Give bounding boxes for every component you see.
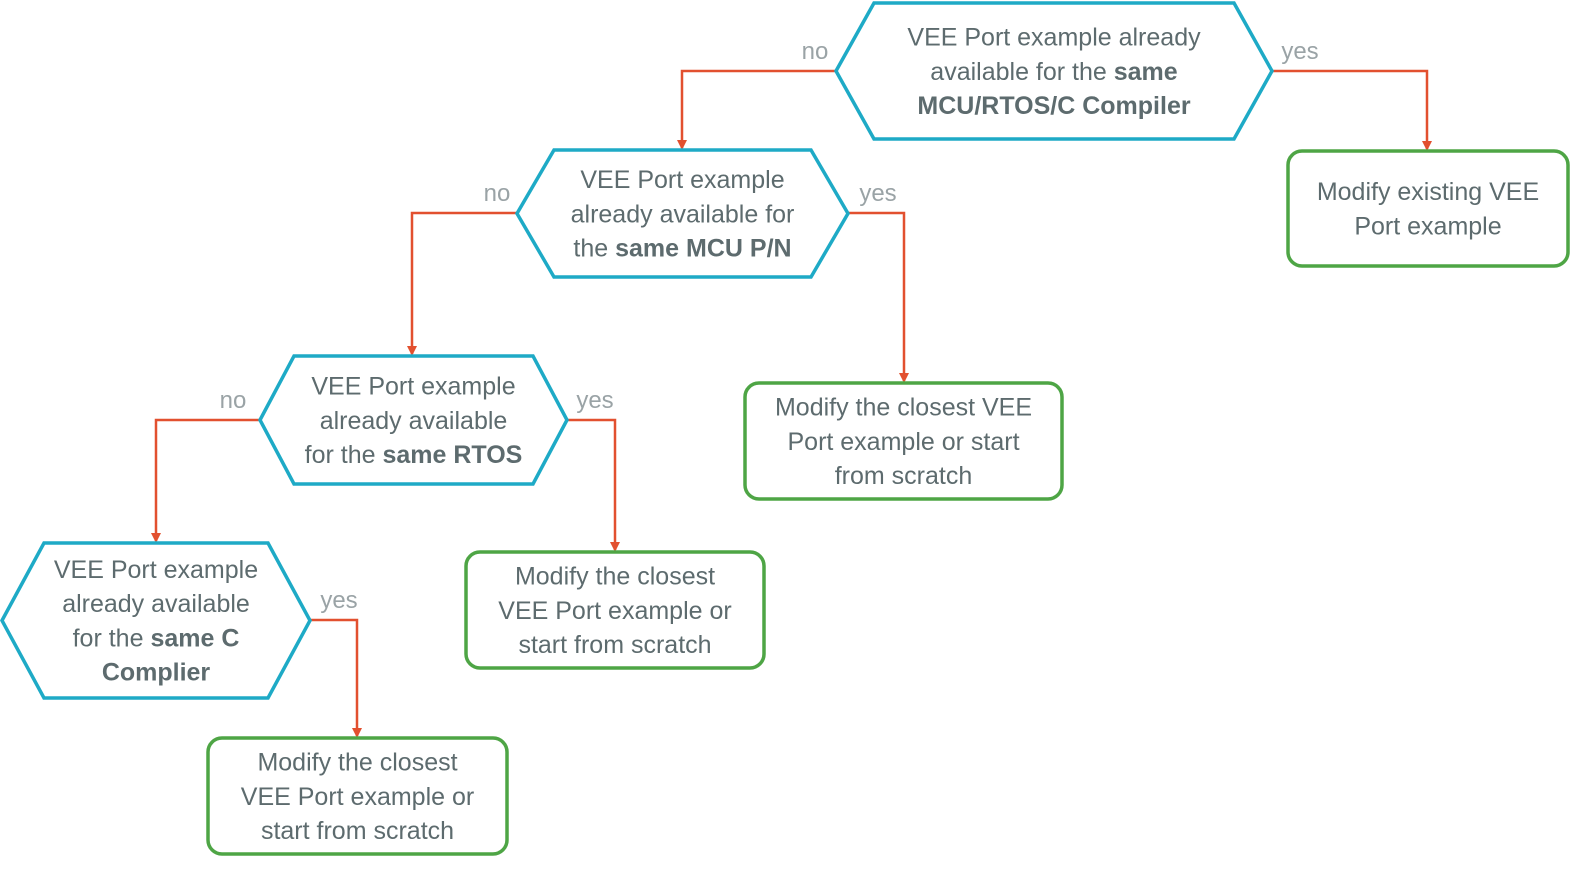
bold-text: same RTOS: [382, 441, 522, 469]
text-run: the: [573, 235, 615, 263]
text-run: VEE Port example: [54, 556, 258, 584]
text-run: start from scratch: [518, 631, 711, 659]
node-text-line: Complier: [102, 659, 211, 687]
edge-label-yes: yes: [576, 387, 613, 414]
node-text-line: Modify the closest: [515, 562, 715, 590]
node-text-line: Modify the closest VEE: [775, 393, 1032, 421]
node-text-line: VEE Port example or: [241, 783, 474, 811]
edge-label-yes: yes: [859, 180, 896, 207]
text-run: from scratch: [835, 462, 973, 490]
node-text-line: VEE Port example already: [907, 23, 1201, 51]
text-run: Modify existing VEE: [1317, 178, 1539, 206]
node-text-line: already available: [62, 590, 250, 618]
edge-labels: no yes no yes no yes yes: [220, 38, 1319, 614]
decision-hexagon: [514, 148, 851, 279]
action-node: Modify the closest VEE Port example or st…: [743, 381, 1064, 501]
text-run: for the: [73, 624, 151, 652]
action-box: [464, 550, 766, 670]
text-run: for the: [305, 441, 383, 469]
connectors: [151, 69, 1432, 738]
node-text-line: Modify existing VEE: [1317, 178, 1539, 206]
node-text-line: already available for: [571, 200, 795, 228]
text-run: VEE Port example: [311, 372, 515, 400]
decision-node: VEE Port example already available for the…: [258, 354, 569, 486]
text-run: already available: [62, 590, 250, 618]
node-text-line: VEE Port example: [580, 166, 784, 194]
connector-d2-to-d3: [407, 211, 517, 356]
text-run: available for the: [930, 58, 1113, 86]
connector-d1-to-d2: [677, 69, 836, 150]
decision-hexagon: [0, 541, 312, 700]
node-text-line: for the same C: [73, 624, 240, 652]
text-run: Modify the closest VEE: [775, 393, 1032, 421]
node-text-line: MCU/RTOS/C Compiler: [917, 92, 1190, 120]
connector-d3-to-d4: [151, 418, 260, 543]
action-box: [1286, 149, 1570, 268]
node-text-line: Port example or start: [787, 428, 1019, 456]
text-run: already available for: [571, 200, 795, 228]
node-text-line: available for the same: [930, 58, 1177, 86]
edge-label-yes: yes: [1281, 38, 1318, 65]
text-run: VEE Port example already: [907, 23, 1201, 51]
action-box: [206, 736, 509, 856]
decision-hexagon: [258, 354, 569, 486]
node-text-line: Port example: [1354, 212, 1501, 240]
text-run: VEE Port example: [580, 166, 784, 194]
bold-text: same: [1114, 58, 1178, 86]
edge-label-yes: yes: [320, 587, 357, 614]
node-text-line: from scratch: [835, 462, 973, 490]
node-text-line: the same MCU P/N: [573, 235, 791, 263]
nodes: VEE Port example already available for th…: [0, 1, 1570, 856]
decision-node: VEE Port example already available for the…: [514, 148, 851, 279]
node-text-line: start from scratch: [518, 631, 711, 659]
bold-text: MCU/RTOS/C Compiler: [917, 92, 1190, 120]
node-text-line: start from scratch: [261, 817, 454, 845]
decision-node: VEE Port example already available for th…: [833, 1, 1275, 141]
bold-text: same C: [150, 624, 239, 652]
action-node: Modify existing VEE Port example: [1286, 149, 1570, 268]
text-run: VEE Port example or: [498, 597, 731, 625]
connector-d2-to-a2: [848, 211, 909, 383]
node-text-line: VEE Port example or: [498, 597, 731, 625]
edge-label-no: no: [802, 38, 829, 65]
action-box: [743, 381, 1064, 501]
text-run: Modify the closest: [515, 562, 715, 590]
text-run: Modify the closest: [257, 748, 457, 776]
edge-label-no: no: [220, 387, 247, 414]
node-text-line: Modify the closest: [257, 748, 457, 776]
node-text-line: VEE Port example: [54, 556, 258, 584]
connector-d1-to-a1: [1272, 69, 1432, 151]
edge-label-no: no: [484, 180, 511, 207]
node-text-line: VEE Port example: [311, 372, 515, 400]
text-run: VEE Port example or: [241, 783, 474, 811]
bold-text: Complier: [102, 659, 211, 687]
text-run: Port example: [1354, 212, 1501, 240]
bold-text: same MCU P/N: [615, 235, 791, 263]
node-text-line: for the same RTOS: [305, 441, 523, 469]
text-run: Port example or start: [787, 428, 1019, 456]
text-run: already available: [320, 407, 508, 435]
decision-node: VEE Port example already available for the…: [0, 541, 312, 700]
connector-d4-to-a4: [310, 618, 362, 738]
node-text-line: already available: [320, 407, 508, 435]
text-run: start from scratch: [261, 817, 454, 845]
decision-hexagon: [833, 1, 1275, 141]
connector-d3-to-a3: [567, 418, 620, 552]
